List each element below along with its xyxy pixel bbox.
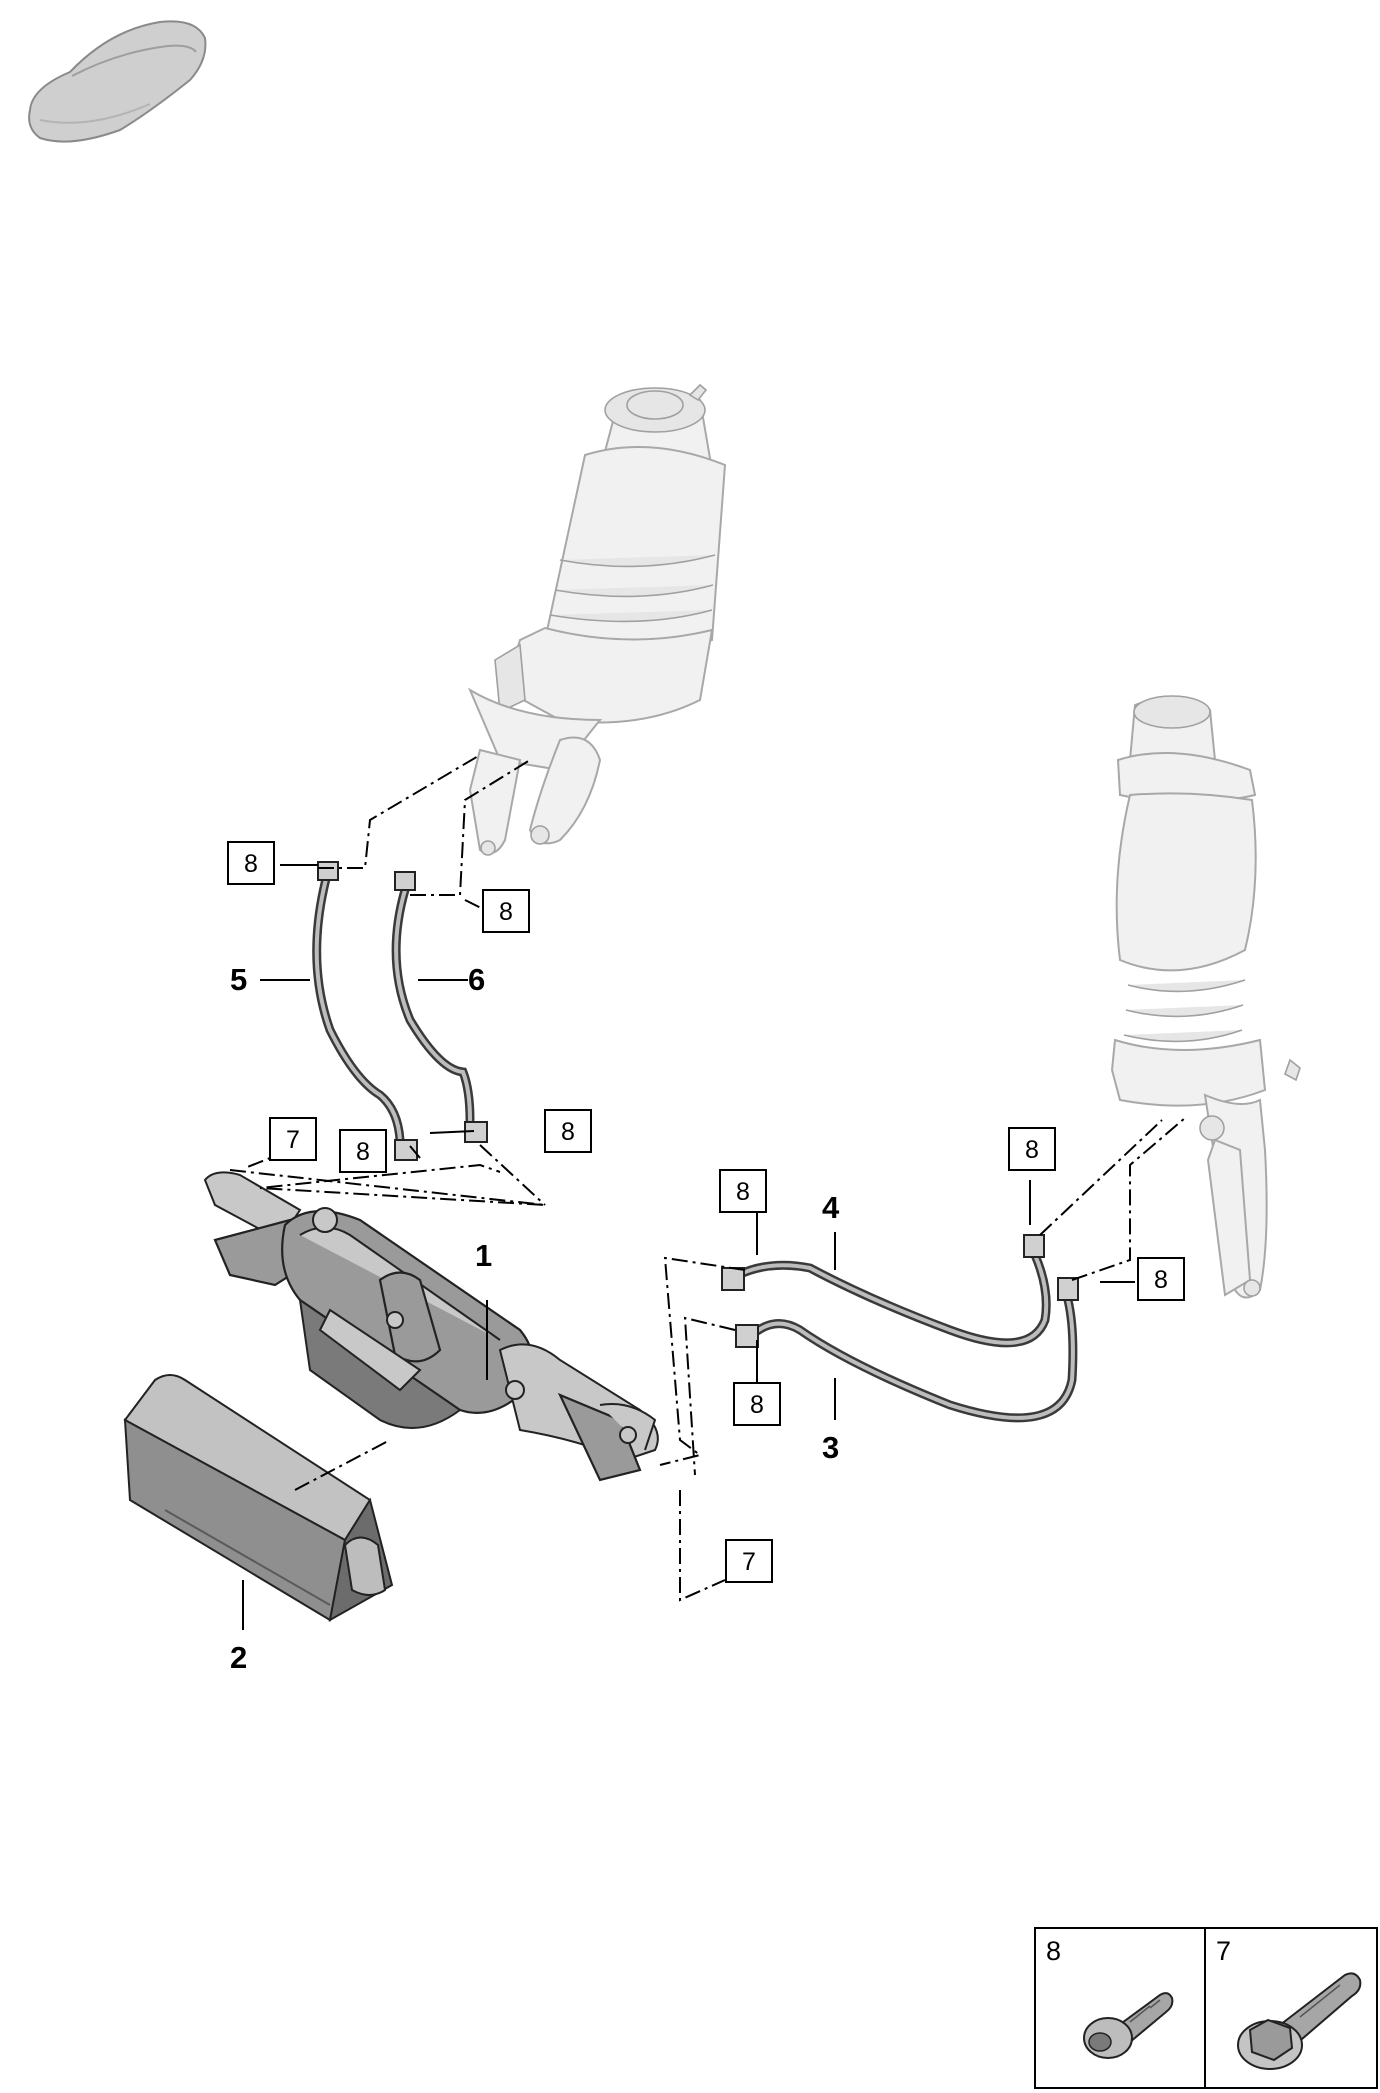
callout-2: 2 [230, 1640, 247, 1675]
air-supply-unit-part-1 [203, 1171, 659, 1482]
ref-box-8: 8 [482, 889, 530, 933]
callout-1: 1 [475, 1238, 492, 1273]
ref-box-8: 8 [227, 841, 275, 885]
legend-number-8: 8 [1046, 1936, 1061, 1966]
cover-part-2 [123, 1374, 394, 1622]
svg-text:8: 8 [499, 898, 513, 926]
svg-text:8: 8 [356, 1138, 370, 1166]
ref-box-8: 8 [733, 1382, 781, 1426]
boxed-references: 8 8 8 8 7 8 8 8 [227, 841, 1185, 1583]
svg-text:8: 8 [750, 1391, 764, 1419]
vehicle-silhouette-icon [28, 20, 207, 143]
ref-box-8: 8 [719, 1169, 767, 1213]
svg-text:7: 7 [742, 1548, 756, 1576]
hose-part-5 [312, 861, 418, 1161]
ref-box-8: 8 [339, 1129, 387, 1173]
callout-4: 4 [822, 1190, 840, 1225]
hex-flange-bolt-icon [1237, 1972, 1362, 2070]
part-callouts: 1 2 3 4 5 6 [230, 962, 840, 1675]
rear-air-strut-ghost [1110, 695, 1301, 1299]
svg-text:8: 8 [1025, 1136, 1039, 1164]
svg-text:8: 8 [561, 1118, 575, 1146]
ref-box-8: 8 [1137, 1257, 1185, 1301]
legend-number-7: 7 [1216, 1936, 1231, 1966]
hose-part-6 [391, 871, 488, 1143]
svg-text:8: 8 [244, 850, 258, 878]
callout-6: 6 [468, 962, 485, 997]
svg-text:8: 8 [1154, 1266, 1168, 1294]
hardware-legend: 8 7 [1034, 1927, 1378, 2089]
svg-text:8: 8 [736, 1178, 750, 1206]
ref-box-7: 7 [725, 1539, 773, 1583]
ref-box-8: 8 [544, 1109, 592, 1153]
callout-3: 3 [822, 1430, 839, 1465]
front-air-strut-ghost [467, 383, 727, 856]
ref-box-8: 8 [1008, 1127, 1056, 1171]
ref-box-7: 7 [269, 1117, 317, 1161]
hose-part-4 [721, 1234, 1051, 1348]
hose-part-3 [735, 1277, 1079, 1423]
torx-bolt-icon [1083, 1992, 1174, 2059]
connection-lines [229, 754, 1186, 1602]
callout-5: 5 [230, 962, 247, 997]
svg-text:7: 7 [286, 1126, 300, 1154]
